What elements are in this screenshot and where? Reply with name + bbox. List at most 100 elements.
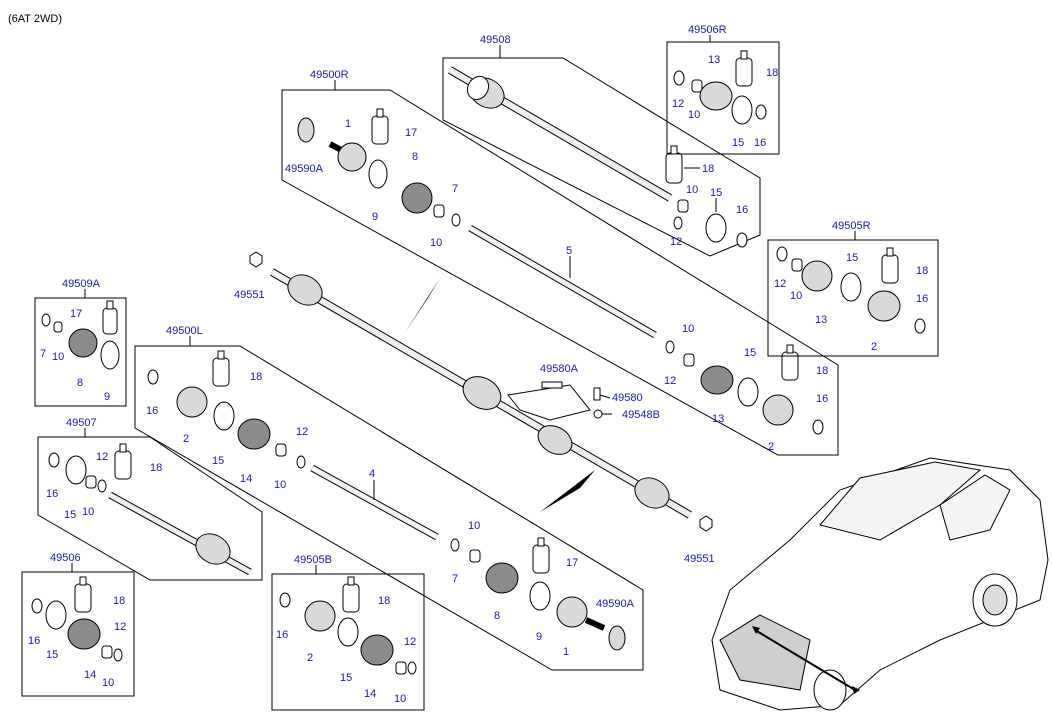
clamp-10 — [395, 661, 407, 675]
group-label-49506R: 49506R — [688, 24, 727, 36]
grease-tube-17 — [102, 307, 118, 335]
label-13: 13 — [815, 314, 827, 326]
label-10: 10 — [102, 677, 114, 689]
label-7: 7 — [452, 183, 458, 195]
ring-49590A — [297, 117, 315, 143]
label-10: 10 — [686, 184, 698, 196]
shaft-5 — [468, 224, 657, 339]
ring-16 — [31, 598, 43, 614]
ring-16 — [812, 419, 824, 435]
shaft-49508 — [447, 66, 673, 202]
main-driveshaft-assembly: 49551 49580A 49580 49548B 49551 — [234, 251, 715, 565]
clamp-10 — [53, 321, 63, 333]
group-label-49509A: 49509A — [62, 278, 101, 290]
clamp-10 — [275, 443, 287, 457]
ring-16 — [147, 369, 159, 385]
label-8: 8 — [494, 610, 500, 622]
band-15 — [840, 272, 862, 302]
label-15: 15 — [340, 672, 352, 684]
ring-12 — [673, 70, 685, 86]
ring-12 — [665, 340, 675, 354]
ring-12 — [296, 455, 306, 469]
label-49551: 49551 — [684, 553, 715, 565]
joint-2 — [176, 386, 208, 418]
bolt-49580 — [593, 387, 601, 401]
nut-49551 — [699, 515, 713, 532]
clamp-10 — [677, 199, 689, 213]
label-10: 10 — [430, 237, 442, 249]
band-15 — [337, 617, 359, 647]
label-16: 16 — [46, 488, 58, 500]
label-18: 18 — [702, 163, 714, 175]
group-49506R: 49506R 12 10 13 18 15 16 — [666, 24, 780, 155]
clamp-10 — [85, 475, 97, 489]
label-10: 10 — [790, 290, 802, 302]
group-49500R: 49500R 49590A 1 17 9 8 10 7 5 — [281, 69, 839, 456]
nut-49551 — [249, 251, 263, 268]
label-12: 12 — [296, 426, 308, 438]
clamp-10 — [691, 79, 703, 93]
label-14: 14 — [240, 473, 252, 485]
label-16: 16 — [276, 629, 288, 641]
ring-16 — [279, 592, 291, 608]
grease-tube-18 — [735, 57, 753, 87]
label-17: 17 — [70, 308, 82, 320]
grease-tube-18 — [114, 450, 132, 480]
ring-12 — [776, 246, 788, 262]
group-label-49508: 49508 — [480, 34, 511, 46]
label-9: 9 — [372, 211, 378, 223]
label-16: 16 — [736, 204, 748, 216]
label-12: 12 — [404, 636, 416, 648]
group-49506: 49506 18 16 15 14 10 12 — [21, 552, 135, 697]
label-2: 2 — [183, 433, 189, 445]
ring-12 — [673, 216, 683, 230]
label-10: 10 — [394, 693, 406, 705]
label-2: 2 — [871, 341, 877, 353]
ring-7 — [451, 213, 461, 227]
ring-12 — [113, 648, 123, 662]
joint-1 — [328, 141, 367, 172]
label-9: 9 — [536, 631, 542, 643]
label-12: 12 — [96, 451, 108, 463]
group-label-49506: 49506 — [50, 552, 81, 564]
group-label-49505R: 49505R — [832, 220, 871, 232]
label-15: 15 — [846, 252, 858, 264]
ring-16 — [48, 452, 60, 468]
label-14: 14 — [364, 688, 376, 700]
boot-14 — [67, 618, 101, 650]
label-18: 18 — [378, 595, 390, 607]
group-49500L: 49500L 16 2 18 15 14 10 12 4 7 10 8 17 9… — [134, 325, 644, 671]
group-49505R: 49505R 12 10 13 15 18 2 16 — [767, 220, 939, 357]
group-49508: 49508 18 10 12 15 16 — [442, 34, 761, 257]
group-49509A: 49509A 7 10 8 17 9 — [34, 278, 127, 407]
label-12: 12 — [664, 375, 676, 387]
band-15 — [213, 401, 235, 431]
boot-13 — [699, 81, 733, 111]
band-15 — [737, 377, 759, 407]
label-10: 10 — [468, 520, 480, 532]
grease-tube-17 — [371, 115, 389, 145]
label-15: 15 — [212, 455, 224, 467]
label-16: 16 — [816, 393, 828, 405]
boot-8 — [401, 182, 433, 214]
grease-tube-18 — [74, 583, 92, 613]
grease-tube-18 — [881, 254, 899, 284]
boot-8 — [68, 328, 98, 358]
label-15: 15 — [710, 187, 722, 199]
label-49590A: 49590A — [285, 163, 324, 175]
clamp-10 — [469, 549, 481, 563]
label-10: 10 — [688, 109, 700, 121]
ring-12 — [407, 661, 417, 675]
label-2: 2 — [307, 652, 313, 664]
ring-7 — [41, 313, 51, 327]
label-16: 16 — [916, 293, 928, 305]
boot-14 — [237, 418, 271, 450]
label-18: 18 — [113, 595, 125, 607]
label-18: 18 — [150, 462, 162, 474]
ring-16 — [736, 232, 748, 248]
band-15 — [65, 455, 87, 485]
group-49507: 49507 16 15 10 12 18 — [37, 417, 263, 581]
label-15: 15 — [46, 649, 58, 661]
grease-tube-17 — [532, 544, 550, 574]
